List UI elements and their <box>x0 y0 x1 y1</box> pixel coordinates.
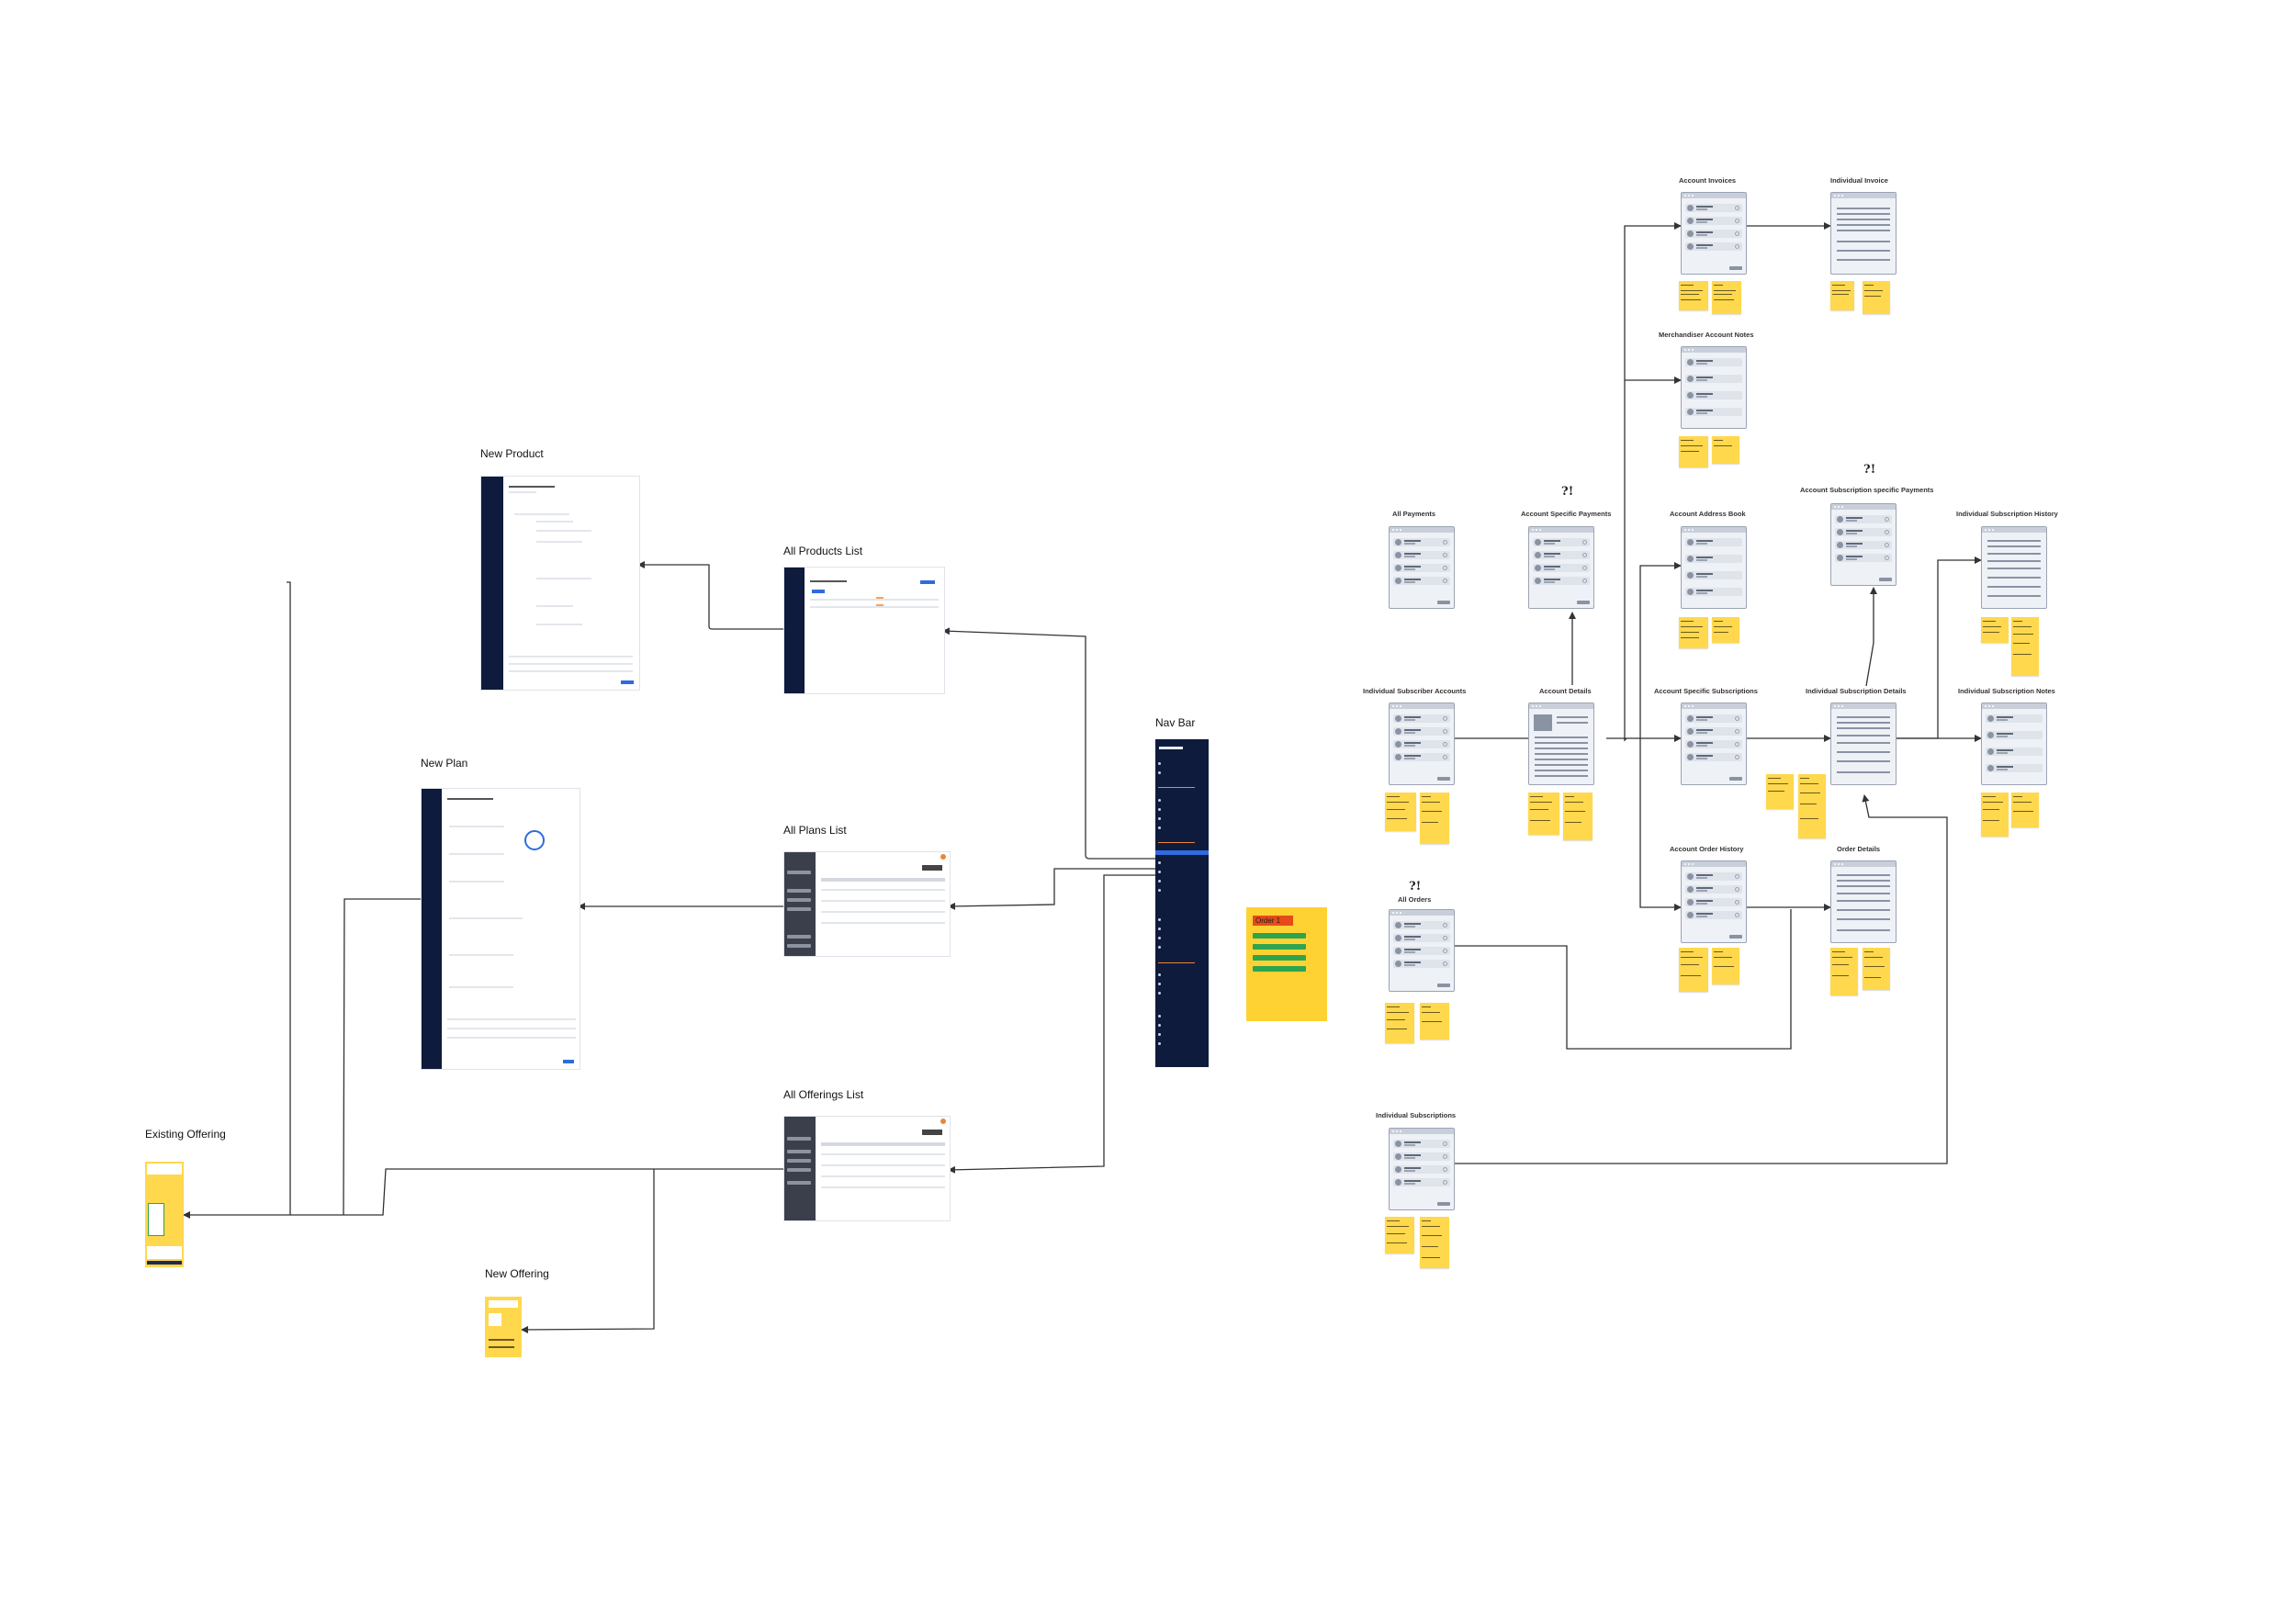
label-all-offerings-list: All Offerings List <box>783 1088 864 1101</box>
sticky-note <box>1420 1217 1449 1268</box>
sticky-note <box>1420 793 1449 844</box>
sidebar <box>481 477 503 690</box>
arrow-to-address-book <box>1639 562 1682 738</box>
existing-offering-card[interactable] <box>145 1162 184 1267</box>
question-mark-1: ?! <box>1561 485 1574 499</box>
sticky-note <box>1420 1003 1449 1040</box>
wireframe-order-details[interactable] <box>1830 860 1896 943</box>
question-mark-2: ?! <box>1863 463 1876 477</box>
question-mark-3: ?! <box>1409 880 1422 894</box>
new-plan-screen[interactable] <box>421 788 580 1070</box>
order-sticky-note[interactable]: Order 1 <box>1246 907 1327 1021</box>
wireframe-individual-subscriptions[interactable] <box>1389 1128 1455 1210</box>
label-all-plans-list: All Plans List <box>783 824 847 837</box>
sticky-note <box>1679 281 1708 310</box>
label-individual-subscription-details: Individual Subscription Details <box>1806 687 1907 695</box>
arrow-products-to-new-product <box>637 561 783 630</box>
arrow-to-new-offering <box>521 1169 655 1333</box>
sticky-note <box>2011 793 2039 827</box>
arrow-navbar-to-plans <box>948 868 1155 910</box>
sticky-note <box>1712 436 1739 464</box>
sticky-note <box>1528 793 1559 835</box>
label-merchandiser-account-notes: Merchandiser Account Notes <box>1659 331 1754 339</box>
all-products-list-screen[interactable] <box>783 567 945 694</box>
label-all-orders: All Orders <box>1398 895 1432 904</box>
sticky-note <box>1563 793 1593 840</box>
wireframe-account-specific-payments[interactable] <box>1528 526 1594 609</box>
label-account-subscription-specific-payments: Account Subscription specific Payments <box>1800 486 1934 494</box>
sticky-note <box>1830 948 1858 995</box>
label-account-invoices: Account Invoices <box>1679 176 1737 185</box>
label-new-plan: New Plan <box>421 757 468 770</box>
label-existing-offering: Existing Offering <box>145 1128 226 1141</box>
sticky-note <box>1863 948 1890 990</box>
sticky-note <box>1385 793 1416 831</box>
label-account-specific-payments: Account Specific Payments <box>1521 510 1612 518</box>
label-account-details: Account Details <box>1539 687 1592 695</box>
label-order-details: Order Details <box>1837 845 1881 853</box>
line-new-plan-to-existing <box>343 898 421 1216</box>
sticky-note <box>1798 774 1826 838</box>
wireframe-subscriber-accounts[interactable] <box>1389 703 1455 785</box>
sticky-note <box>1830 281 1854 310</box>
arrow-navbar-to-offerings <box>948 874 1155 1174</box>
sticky-note <box>1766 774 1794 809</box>
label-individual-subscriber-accounts: Individual Subscriber Accounts <box>1363 687 1467 695</box>
wireframe-merchandiser-notes[interactable] <box>1681 346 1747 429</box>
all-plans-list-screen[interactable] <box>783 851 951 957</box>
arrow-details-to-sub-payments <box>1865 587 1877 687</box>
label-all-products-list: All Products List <box>783 545 863 557</box>
all-offerings-list-screen[interactable] <box>783 1116 951 1221</box>
wireframe-subscription-details[interactable] <box>1830 703 1896 785</box>
arrow-to-account-invoices <box>1624 222 1682 742</box>
label-individual-subscription-notes: Individual Subscription Notes <box>1958 687 2055 695</box>
wireframe-account-address-book[interactable] <box>1681 526 1747 609</box>
nav-bar-screen[interactable] <box>1155 739 1209 1067</box>
order-label: Order 1 <box>1253 916 1293 926</box>
wireframe-account-invoices[interactable] <box>1681 192 1747 275</box>
wireframe-all-payments[interactable] <box>1389 526 1455 609</box>
wireframe-all-orders[interactable] <box>1389 909 1455 992</box>
label-new-product: New Product <box>480 447 544 460</box>
label-account-address-book: Account Address Book <box>1670 510 1746 518</box>
sticky-note <box>1679 948 1708 992</box>
sticky-note <box>1981 617 2009 643</box>
sticky-note <box>1712 617 1739 643</box>
arrow-navbar-to-products <box>942 627 1155 860</box>
sticky-note <box>1679 617 1708 648</box>
label-individual-invoice: Individual Invoice <box>1830 176 1888 185</box>
wireframe-order-history[interactable] <box>1681 860 1747 943</box>
new-product-screen[interactable] <box>480 476 640 691</box>
label-all-payments: All Payments <box>1392 510 1436 518</box>
label-account-order-history: Account Order History <box>1670 845 1744 853</box>
label-individual-subscriptions: Individual Subscriptions <box>1376 1111 1457 1119</box>
sticky-note <box>1385 1217 1414 1254</box>
new-offering-card[interactable] <box>485 1297 522 1357</box>
wireframe-subscription-payments[interactable] <box>1830 503 1896 586</box>
line-new-product-to-existing <box>287 581 291 1215</box>
wireframe-specific-subscriptions[interactable] <box>1681 703 1747 785</box>
wireframe-subscription-notes[interactable] <box>1981 703 2047 785</box>
arrow-details-to-history <box>1896 557 1982 739</box>
label-account-specific-subscriptions: Account Specific Subscriptions <box>1654 687 1758 695</box>
wireframe-account-details[interactable] <box>1528 703 1594 785</box>
label-new-offering: New Offering <box>485 1267 549 1280</box>
label-individual-subscription-history: Individual Subscription History <box>1956 510 2058 518</box>
wireframe-subscription-history[interactable] <box>1981 526 2047 609</box>
sticky-note <box>1712 281 1741 314</box>
sticky-note <box>1679 436 1708 467</box>
sticky-note <box>1712 948 1739 984</box>
sticky-note <box>1863 281 1890 314</box>
arrow-offerings-to-existing <box>183 1168 783 1219</box>
sticky-note <box>1385 1003 1414 1043</box>
label-nav-bar: Nav Bar <box>1155 716 1196 729</box>
arrow-to-order-history <box>1639 738 1682 911</box>
sticky-note <box>2011 617 2039 676</box>
wireframe-individual-invoice[interactable] <box>1830 192 1896 275</box>
sticky-note <box>1981 793 2009 837</box>
